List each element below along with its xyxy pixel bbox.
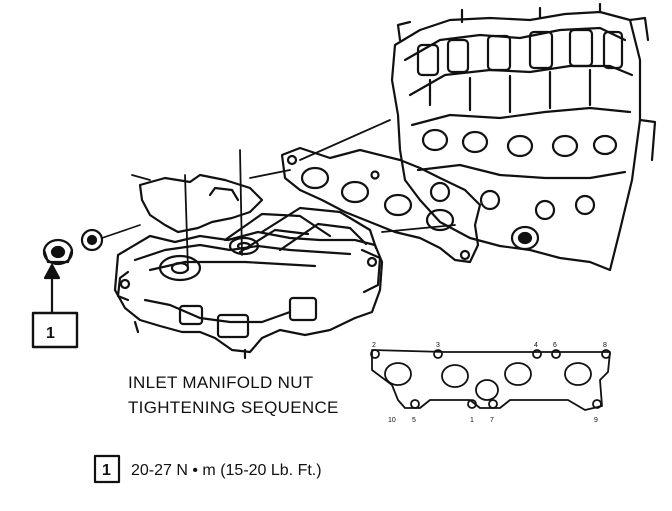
legend-number: 1 (102, 462, 111, 479)
sequence-label: 7 (490, 417, 494, 424)
washer (80, 228, 104, 252)
sequence-labels: 3 4 6 8 2 5 1 7 9 10 (372, 342, 607, 424)
caption-line-1: INLET MANIFOLD NUT (128, 373, 314, 392)
torque-spec: 20-27 N • m (15-20 Lb. Ft.) (131, 462, 322, 479)
stud-guide-line (101, 224, 141, 239)
sequence-label: 2 (372, 342, 376, 349)
callout-number: 1 (46, 325, 55, 342)
callout-box (31, 311, 79, 349)
sequence-label: 5 (412, 417, 416, 424)
sequence-label: 6 (553, 342, 557, 349)
sequence-label: 3 (436, 342, 440, 349)
sequence-label: 4 (534, 342, 538, 349)
caption-line-2: TIGHTENING SEQUENCE (128, 398, 339, 417)
engine-cylinder-head (390, 2, 657, 272)
sequence-label: 9 (594, 417, 598, 424)
manifold-nut (42, 238, 74, 266)
sequence-label: 1 (470, 417, 474, 424)
tightening-sequence-schematic (370, 349, 611, 411)
sequence-label: 8 (603, 342, 607, 349)
intake-manifold (113, 173, 384, 360)
sequence-label: 10 (388, 417, 396, 424)
legend-box (93, 454, 121, 484)
manifold-gasket (280, 146, 482, 264)
callout-arrow (43, 263, 61, 314)
